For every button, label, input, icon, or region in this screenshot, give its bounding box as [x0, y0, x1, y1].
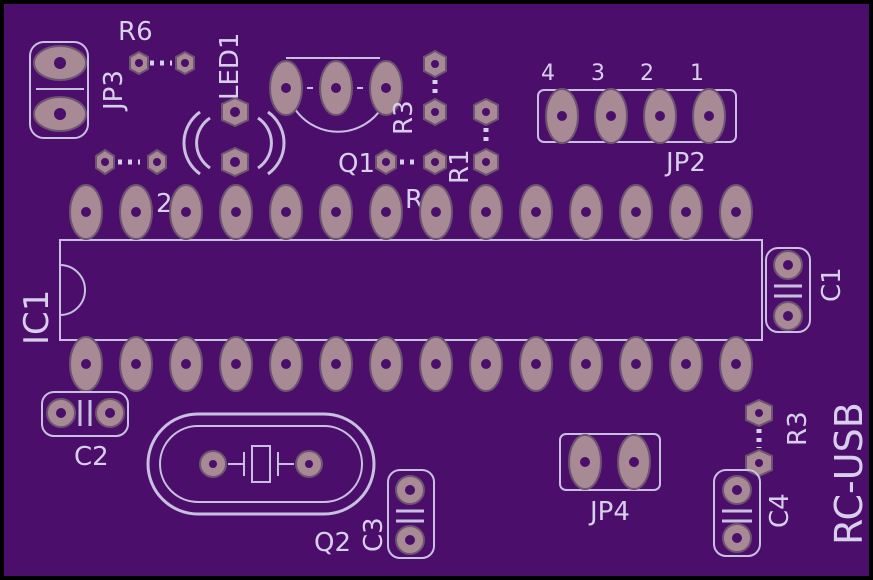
- ic1-top-hole-1: [81, 207, 91, 217]
- c2-label: C2: [74, 442, 109, 472]
- ic1-bottom-hole-5: [281, 359, 291, 369]
- jp2-pin2-label: 2: [640, 61, 654, 86]
- ic1-bottom-hole-10: [531, 359, 541, 369]
- ic1-bottom-hole-7: [381, 359, 391, 369]
- ic1-bottom-hole-11: [581, 359, 591, 369]
- c4-footprint: [713, 469, 761, 557]
- r1-label: R1: [445, 149, 475, 184]
- ic1-top-pins: [69, 184, 753, 240]
- ic1-top-hole-2: [131, 207, 141, 217]
- ic1-bottom-hole-14: [731, 359, 741, 369]
- jp4-label: JP4: [588, 497, 630, 527]
- r2-label-partial: 2: [156, 189, 173, 219]
- jp3-footprint: [29, 41, 89, 139]
- jp2-pin3-label: 3: [591, 61, 605, 86]
- ic1-footprint: [59, 239, 763, 341]
- ic1-top-hole-14: [731, 207, 741, 217]
- ic1-top-hole-12: [631, 207, 641, 217]
- r3-top-label: R3: [389, 100, 419, 135]
- r3-top-footprint: [423, 49, 447, 127]
- ic1-bottom-pins: [69, 336, 753, 392]
- ic1-top-hole-3: [181, 207, 191, 217]
- r3-label: R3: [783, 411, 813, 446]
- r6-label: R6: [118, 17, 153, 47]
- ic1-top-hole-10: [531, 207, 541, 217]
- c1-footprint: [765, 247, 811, 333]
- r-partial-label: R: [405, 185, 423, 215]
- c3-label: C3: [359, 517, 389, 552]
- r2-footprint: [95, 148, 167, 176]
- jp2-pin4-label: 4: [541, 61, 555, 86]
- ic1-top-hole-7: [381, 207, 391, 217]
- q2-label: Q2: [314, 528, 351, 558]
- jp3-label: JP3: [99, 70, 129, 112]
- ic1-top-hole-8: [431, 207, 441, 217]
- ic1-bottom-hole-4: [231, 359, 241, 369]
- ic1-top-hole-13: [681, 207, 691, 217]
- jp2-footprint: [537, 88, 737, 144]
- jp4-footprint: [559, 433, 661, 491]
- crystal-footprint: [146, 412, 376, 516]
- ic1-bottom-hole-12: [631, 359, 641, 369]
- jp2-label: JP2: [664, 148, 706, 178]
- c3-footprint: [387, 469, 435, 559]
- r6-footprint: [129, 50, 195, 76]
- ic1-bottom-hole-2: [131, 359, 141, 369]
- ic1-top-hole-6: [331, 207, 341, 217]
- led1-label: LED1: [215, 33, 245, 100]
- board-title: RC-USB: [827, 402, 871, 545]
- ic1-bottom-hole-8: [431, 359, 441, 369]
- r3-footprint: [745, 398, 773, 478]
- q1-resistor-footprint: [375, 148, 447, 176]
- q1-footprint: [269, 57, 403, 133]
- c4-label: C4: [765, 493, 795, 528]
- c1-label: C1: [817, 267, 847, 302]
- ic1-top-hole-9: [481, 207, 491, 217]
- ic1-top-hole-5: [281, 207, 291, 217]
- ic1-bottom-hole-13: [681, 359, 691, 369]
- r1-footprint: [473, 97, 499, 177]
- ic1-label: IC1: [17, 290, 57, 345]
- ic1-bottom-hole-3: [181, 359, 191, 369]
- ic1-top-hole-4: [231, 207, 241, 217]
- ic1-top-hole-11: [581, 207, 591, 217]
- ic1-bottom-hole-1: [81, 359, 91, 369]
- ic1-bottom-hole-9: [481, 359, 491, 369]
- q1-label: Q1: [338, 149, 375, 179]
- c2-footprint: [41, 391, 129, 437]
- ic1-bottom-hole-6: [331, 359, 341, 369]
- led1-footprint: [182, 96, 286, 178]
- jp2-pin1-label: 1: [690, 61, 704, 86]
